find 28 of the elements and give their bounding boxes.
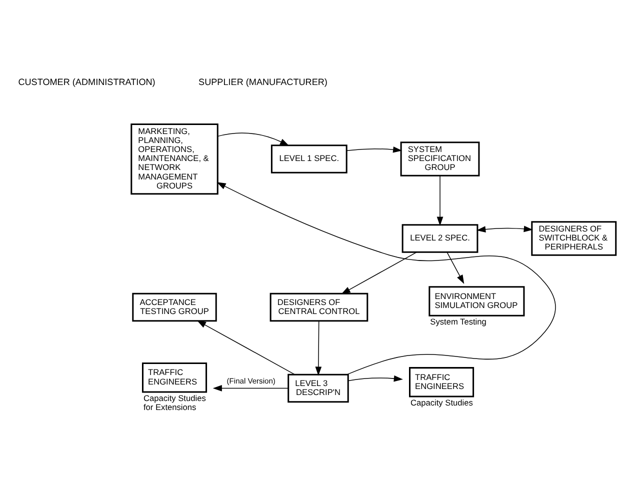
node-box: ACCEPTANCE TESTING GROUP [132,292,217,322]
arrow [436,175,444,226]
label: CUSTOMER (ADMINISTRATION) [18,76,156,86]
node-box: LEVEL 2 SPEC. [402,224,478,252]
node-box: ENVIRONMENT SIMULATION GROUP [428,286,525,316]
arrow [346,146,402,152]
node-box: MARKETING, PLANNING, OPERATIONS, MAINTENANCE, & NETWORK MANAGEMENT GROUPS [130,122,218,194]
arrow [348,374,403,382]
node-box: TRAFFIC ENGINEERS [142,362,208,392]
node-box: LEVEL 3 DESCRIP'N [288,373,349,402]
node-box: LEVEL 1 SPEC. [270,144,348,173]
label: SUPPLIER (MANUFACTURER) [198,76,328,86]
node-label: Capacity Studies [410,396,473,407]
arrow [217,132,290,146]
arrow [341,251,418,294]
arrow [212,384,289,391]
node-box: TRAFFIC ENGINEERS [409,366,474,397]
edge-label: (Final Version) [226,376,276,386]
node-box: DESIGNERS OF SWITCHBLOCK & PERIPHERALS [531,220,617,256]
node-label: System Testing [430,316,486,326]
arrow [196,320,296,374]
arrow [216,182,556,374]
arrow [446,251,464,284]
node-box: DESIGNERS OF CENTRAL CONTROL [270,292,368,322]
node-box: SYSTEM SPECIFICATION GROUP [400,141,480,176]
arrow [476,225,533,232]
node-label: Capacity Studies for Extensions [143,392,206,412]
arrow [315,320,322,376]
